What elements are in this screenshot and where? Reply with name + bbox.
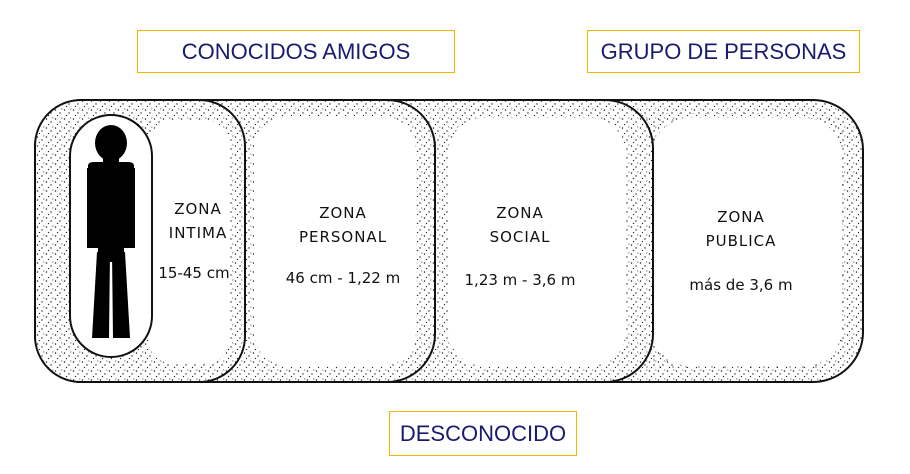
label-conocidos-amigos: CONOCIDOS AMIGOS bbox=[137, 30, 455, 73]
zone-publica-line1: ZONA bbox=[717, 208, 765, 226]
zone-personal-range: 46 cm - 1,22 m bbox=[286, 269, 400, 287]
zone-publica-line2: PUBLICA bbox=[706, 232, 777, 250]
zone-intima-line2: INTIMA bbox=[169, 224, 227, 242]
label-grupo-de-personas: GRUPO DE PERSONAS bbox=[587, 30, 860, 73]
zone-intima-line1: ZONA bbox=[174, 200, 222, 218]
zone-social-range: 1,23 m - 3,6 m bbox=[465, 271, 576, 289]
zone-publica-text: ZONA PUBLICA más de 3,6 m bbox=[689, 208, 792, 294]
zone-social-text: ZONA SOCIAL 1,23 m - 3,6 m bbox=[465, 204, 576, 289]
zone-personal-text: ZONA PERSONAL 46 cm - 1,22 m bbox=[286, 204, 400, 287]
zone-social-line1: ZONA bbox=[496, 204, 544, 222]
zone-social-line2: SOCIAL bbox=[490, 228, 551, 246]
zone-publica-range: más de 3,6 m bbox=[689, 276, 792, 294]
zone-personal-line1: ZONA bbox=[319, 204, 367, 222]
zone-intima-text: ZONA INTIMA 15-45 cm bbox=[158, 200, 229, 282]
zone-intima-range: 15-45 cm bbox=[158, 264, 229, 282]
zone-personal-line2: PERSONAL bbox=[299, 228, 387, 246]
label-desconocido: DESCONOCIDO bbox=[389, 411, 577, 456]
person-silhouette-icon bbox=[87, 125, 135, 338]
